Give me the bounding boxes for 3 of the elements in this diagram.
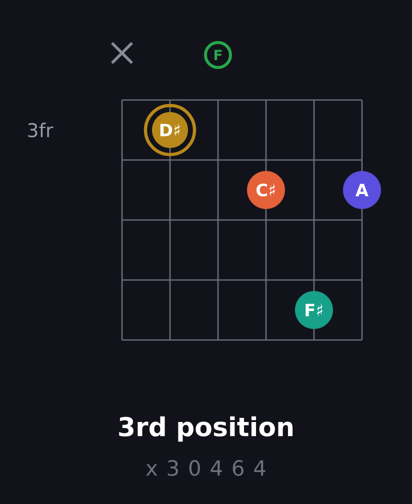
fingering-text: x 3 0 4 6 4 <box>146 460 266 476</box>
fret-label: 3fr <box>28 122 54 138</box>
title: 3rd position <box>119 416 293 442</box>
